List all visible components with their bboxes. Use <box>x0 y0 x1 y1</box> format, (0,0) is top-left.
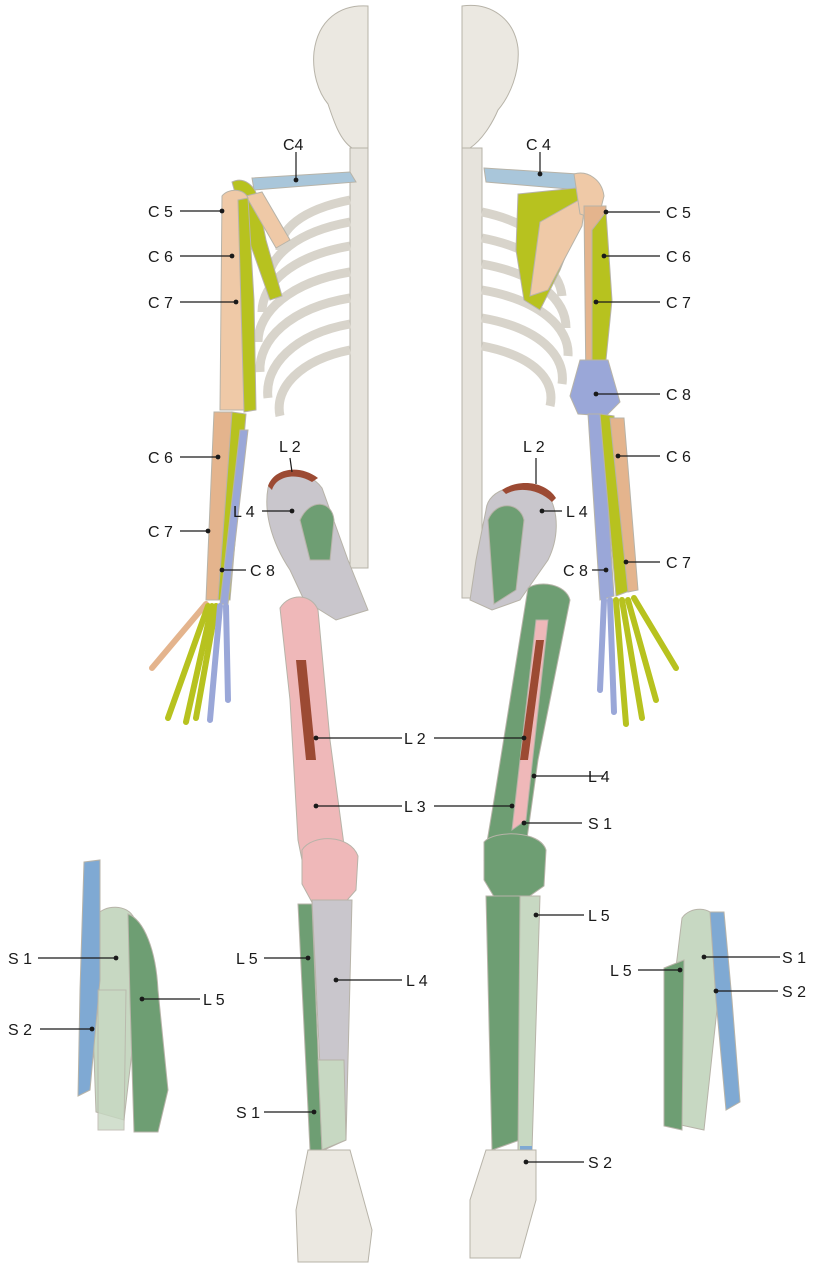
front-foot-detail <box>78 860 168 1132</box>
back-view <box>462 5 676 1258</box>
label-back-foot-l5: L 5 <box>610 963 632 980</box>
back-foot-detail-l5 <box>664 960 684 1130</box>
label-front-c6-upper: C 6 <box>148 249 173 266</box>
front-knee <box>302 839 358 906</box>
back-elbow-c8 <box>570 360 620 416</box>
label-front-l4-leg: L 4 <box>406 973 428 990</box>
back-foot-detail <box>664 909 740 1130</box>
label-front-foot-s2: S 2 <box>8 1022 32 1039</box>
label-thigh-l3: L 3 <box>404 799 426 816</box>
back-hand <box>600 598 676 724</box>
label-front-c8: C 8 <box>250 563 275 580</box>
front-foot <box>296 1150 372 1262</box>
label-front-s1-leg: S 1 <box>236 1105 260 1122</box>
front-hand <box>152 604 228 722</box>
front-foot-detail-s1-toes <box>98 990 126 1130</box>
label-back-s1-leg: S 1 <box>588 816 612 833</box>
label-front-foot-l5: L 5 <box>203 992 225 1009</box>
back-skull <box>462 5 518 150</box>
label-front-l5-leg: L 5 <box>236 951 258 968</box>
label-back-l5-leg: L 5 <box>588 908 610 925</box>
label-back-l4-thigh: L 4 <box>588 769 610 786</box>
label-back-c7-lower: C 7 <box>666 555 691 572</box>
back-knee <box>484 834 546 900</box>
back-humerus-c7 <box>592 212 612 380</box>
label-front-foot-s1: S 1 <box>8 951 32 968</box>
back-spine <box>462 148 482 598</box>
label-front-c7-upper: C 7 <box>148 295 173 312</box>
label-back-c6-upper: C 6 <box>666 249 691 266</box>
label-back-c8-elbow: C 8 <box>666 387 691 404</box>
label-back-c4: C 4 <box>526 137 551 154</box>
label-thigh-l2: L 2 <box>404 731 426 748</box>
label-back-c5: C 5 <box>666 205 691 222</box>
label-front-c4: C4 <box>283 137 304 154</box>
label-front-l2-pelvis: L 2 <box>279 439 301 456</box>
label-back-c6-lower: C 6 <box>666 449 691 466</box>
label-back-foot-s2: S 2 <box>782 984 806 1001</box>
back-fibula-s1 <box>518 896 540 1150</box>
label-back-c8-wrist: C 8 <box>563 563 588 580</box>
label-front-c5: C 5 <box>148 204 173 221</box>
label-front-c7-lower: C 7 <box>148 524 173 541</box>
back-foot <box>470 1150 536 1258</box>
label-front-c6-lower: C 6 <box>148 450 173 467</box>
back-clavicle-c4 <box>484 168 580 190</box>
label-front-l4-pelvis: L 4 <box>233 504 255 521</box>
front-clavicle-c4 <box>252 172 356 190</box>
front-spine <box>350 148 368 568</box>
label-back-c7-upper: C 7 <box>666 295 691 312</box>
label-back-s2-ankle: S 2 <box>588 1155 612 1172</box>
front-foot-detail-l5 <box>128 914 168 1132</box>
label-back-l4-pelvis: L 4 <box>566 504 588 521</box>
front-skull <box>314 6 368 150</box>
front-view <box>152 6 372 1262</box>
front-tibia-s1 <box>318 1060 346 1150</box>
label-back-l2-pelvis: L 2 <box>523 439 545 456</box>
label-back-foot-s1: S 1 <box>782 950 806 967</box>
